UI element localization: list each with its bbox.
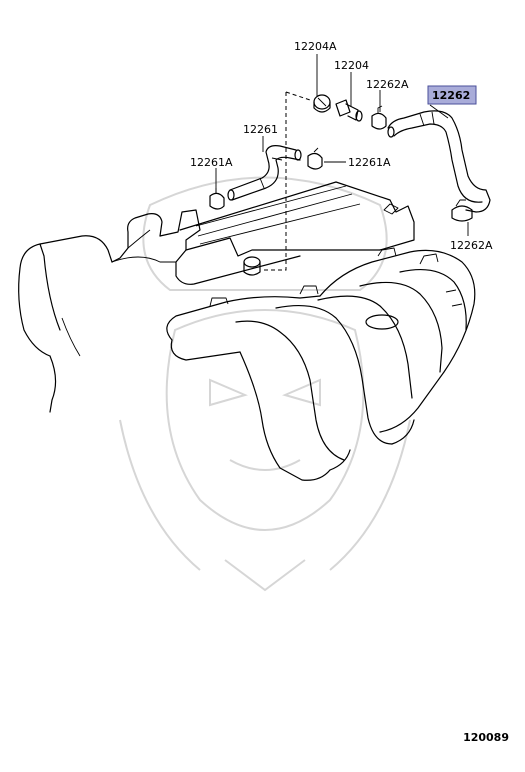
highlight-box-12262[interactable] — [427, 85, 477, 105]
pcv-valve-12204-part — [335, 99, 363, 122]
label-12261a-left[interactable]: 12261A — [190, 156, 233, 169]
watermark-logo — [119, 176, 411, 592]
label-12204a[interactable]: 12204A — [294, 40, 337, 53]
leader-lines — [215, 54, 469, 236]
label-12262a-top[interactable]: 12262A — [366, 78, 409, 91]
label-12261a-right[interactable]: 12261A — [348, 156, 391, 169]
clamp-12262a-top-part — [371, 105, 387, 130]
hose-12261-part — [227, 145, 302, 201]
clamp-12261a-left-part — [209, 188, 225, 210]
label-12261[interactable]: 12261 — [243, 123, 278, 136]
hose-12262-part — [387, 110, 491, 213]
clamp-12262a-bottom-part — [451, 199, 473, 222]
clamp-12261a-right-part — [307, 147, 323, 170]
intake-manifold — [166, 247, 476, 481]
label-12262a-bottom[interactable]: 12262A — [450, 239, 493, 252]
label-12262[interactable]: 12262 — [432, 89, 470, 102]
reference-lines — [262, 91, 311, 271]
figure-number: 120089 — [463, 731, 509, 744]
part-labels: 12204A 12204 12262A 12262 12261 12261A 1… — [190, 40, 493, 252]
label-12204[interactable]: 12204 — [334, 59, 369, 72]
engine-valve-cover — [18, 181, 415, 413]
clamp-12204a-part — [313, 94, 331, 113]
